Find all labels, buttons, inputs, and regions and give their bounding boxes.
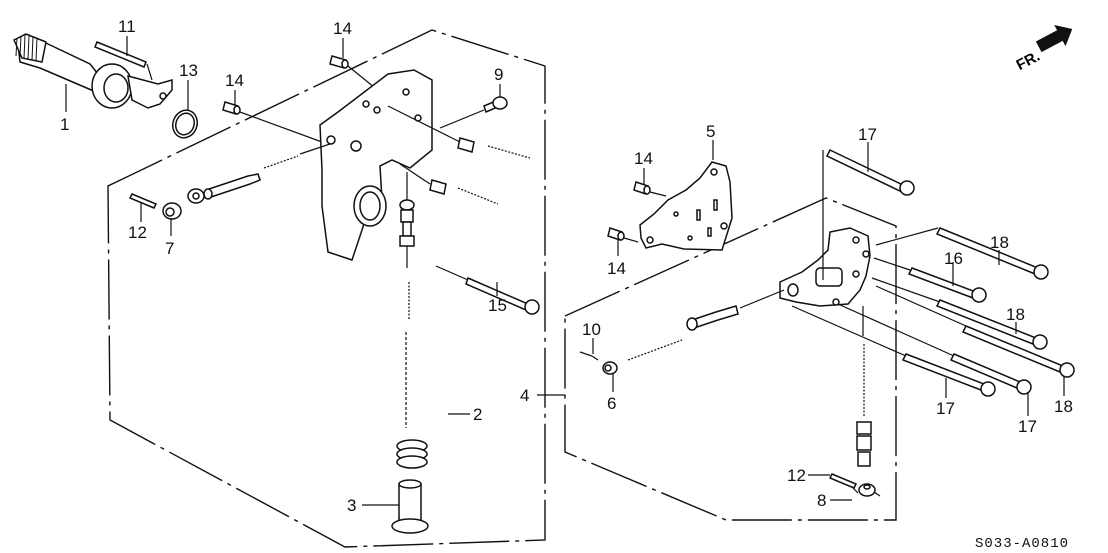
part-17-bolt[interactable] (791, 305, 996, 397)
callout-10: 10 (582, 320, 601, 339)
part-16-bolt[interactable] (873, 257, 987, 303)
callout-12-left: 12 (128, 223, 147, 242)
callout-4: 4 (520, 386, 529, 405)
callout-17-bottom-right: 17 (1018, 417, 1037, 436)
callout-11: 11 (118, 17, 136, 36)
regulator-valve-body[interactable] (319, 69, 433, 261)
part-18-bolt[interactable] (875, 285, 1075, 378)
valve-spool-set-right[interactable] (627, 289, 785, 361)
leader-lines (65, 36, 1065, 506)
callout-16: 16 (944, 249, 963, 268)
callout-14-b: 14 (333, 19, 352, 38)
callout-5: 5 (706, 122, 715, 141)
vertical-spring-stack-right[interactable] (856, 306, 872, 467)
assembly-2-boundary (107, 29, 546, 548)
part-13-o-ring[interactable] (169, 107, 201, 142)
callout-14-c: 14 (634, 149, 653, 168)
callout-13: 13 (179, 61, 198, 80)
part-18-bolt[interactable] (875, 227, 1049, 280)
callout-14-a: 14 (225, 71, 244, 90)
part-6-plug[interactable] (602, 361, 618, 375)
callout-6: 6 (607, 394, 616, 413)
front-label: FR. (1014, 48, 1043, 74)
callout-3: 3 (347, 496, 356, 515)
part-8-retainer[interactable] (858, 483, 881, 497)
callout-1: 1 (60, 115, 69, 134)
callout-17-bottom-left: 17 (936, 399, 955, 418)
part-11-pin[interactable] (94, 41, 153, 81)
callout-labels: 1 2 3 4 5 6 7 8 9 10 11 12 12 13 14 14 1… (60, 17, 1073, 515)
part-18-bolt[interactable] (871, 277, 1048, 350)
part-17-bolt-top[interactable] (822, 149, 915, 280)
part-14-dowel-pin[interactable] (607, 227, 639, 243)
callout-2: 2 (473, 405, 482, 424)
callout-18-top: 18 (990, 233, 1009, 252)
part-7-plug[interactable] (162, 202, 182, 220)
part-12-pin[interactable] (128, 193, 158, 209)
assembly-4-boundary (564, 197, 897, 521)
callout-18-middle: 18 (1006, 305, 1025, 324)
valve-spool-set-left[interactable] (187, 143, 331, 204)
callout-15: 15 (488, 296, 507, 315)
callout-9: 9 (494, 65, 503, 84)
front-direction-arrow-icon (1035, 24, 1073, 53)
callout-12-right: 12 (787, 466, 806, 485)
part-14-dowel-pin[interactable] (633, 181, 667, 197)
part-3-sleeve[interactable] (391, 479, 429, 534)
part-1-shaft[interactable] (13, 33, 173, 109)
vertical-valve-stack[interactable] (396, 172, 428, 469)
callout-7: 7 (165, 239, 174, 258)
part-9-bolt[interactable] (439, 96, 508, 129)
callout-14-d: 14 (607, 259, 626, 278)
part-17-bolt[interactable] (837, 303, 1032, 395)
callout-17-top: 17 (858, 125, 877, 144)
part-5-separator-plate[interactable] (639, 161, 733, 251)
callout-18-bottom: 18 (1054, 397, 1073, 416)
front-direction-indicator: FR. (1014, 24, 1073, 74)
part-12-pin[interactable] (828, 473, 858, 489)
part-10-clip[interactable] (579, 351, 599, 361)
diagram-code: S033-A0810 (975, 536, 1069, 552)
part-14-dowel-pin[interactable] (222, 101, 323, 143)
plug-spring-set[interactable] (387, 105, 531, 205)
callout-8: 8 (817, 491, 826, 510)
servo-valve-body[interactable] (779, 227, 871, 307)
